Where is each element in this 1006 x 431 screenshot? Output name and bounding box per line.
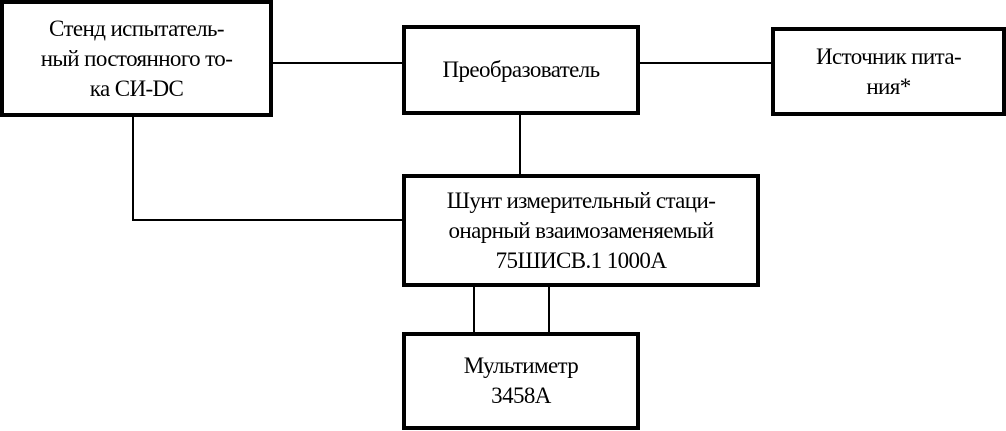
connector-shunt-multimeter-1 <box>473 287 475 332</box>
connector-stand-shunt-horizontal <box>132 219 402 221</box>
stand-label: Стенд испытатель- ный постоянного то- ка… <box>40 15 233 101</box>
converter-block: Преобразователь <box>402 25 640 115</box>
connector-stand-converter <box>272 62 402 64</box>
connector-stand-shunt-vertical <box>132 117 134 221</box>
stand-block: Стенд испытатель- ный постоянного то- ка… <box>0 0 273 117</box>
connector-shunt-multimeter-2 <box>548 287 550 332</box>
converter-label: Преобразователь <box>442 57 600 82</box>
multimeter-block: Мультиметр 3458А <box>402 332 640 430</box>
connector-converter-shunt <box>519 115 521 174</box>
shunt-block: Шунт измерительный стаци- онарный взаимо… <box>402 174 760 287</box>
shunt-label: Шунт измерительный стаци- онарный взаимо… <box>446 187 716 273</box>
multimeter-label: Мультиметр 3458А <box>463 353 579 408</box>
power-source-block: Источник пита- ния* <box>771 27 1006 116</box>
connector-converter-power <box>640 62 771 64</box>
power-source-label: Источник пита- ния* <box>816 43 962 99</box>
